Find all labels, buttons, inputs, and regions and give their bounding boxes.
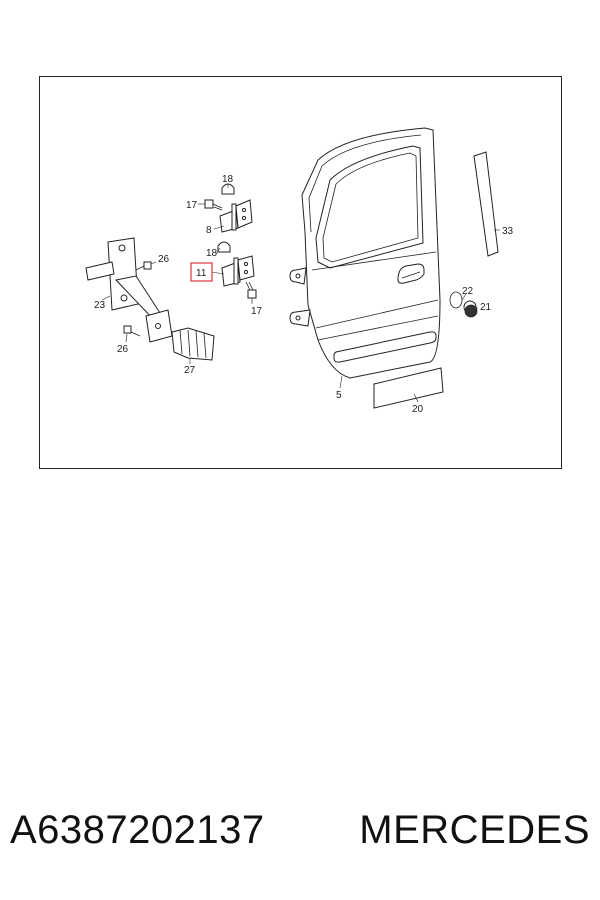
lower-hinge: [221, 255, 255, 287]
hinge-nut-upper: [221, 183, 235, 195]
caption-bar: A6387202137 MERCEDES: [10, 800, 590, 860]
highlight-box: [190, 262, 213, 282]
part-number: A6387202137: [10, 807, 265, 852]
callout-21: 21: [480, 302, 492, 313]
callout-5: 5: [336, 390, 342, 401]
callout-23: 23: [94, 300, 106, 311]
callout-8: 8: [206, 225, 212, 236]
rubber-boot: [171, 327, 215, 361]
leader-lines: [101, 184, 500, 403]
door-check-strap: [85, 237, 173, 343]
callout-22: 22: [462, 286, 474, 297]
brand-name: MERCEDES: [359, 807, 590, 852]
callout-18-upper: 18: [222, 174, 234, 185]
callout-17-lower: 17: [251, 306, 263, 317]
plug-grommet: [463, 300, 478, 318]
door-shell: [289, 127, 441, 379]
callout-26-upper: 26: [158, 254, 170, 265]
callout-18-lower: 18: [206, 248, 218, 259]
exploded-parts-diagram: 17 18 8 18 11 17 26 23 26 27 5 20 22 21 …: [39, 76, 562, 469]
weatherstrip: [473, 151, 499, 257]
check-screw-lower: [123, 325, 141, 337]
callout-27: 27: [184, 365, 196, 376]
callout-11: 11: [196, 268, 207, 279]
callout-17-upper: 17: [186, 200, 198, 211]
door-label-sheet: [373, 367, 444, 409]
callout-33: 33: [502, 226, 514, 237]
callout-26-lower: 26: [117, 344, 129, 355]
upper-hinge: [219, 199, 253, 233]
hinge-nut-lower: [217, 241, 231, 253]
check-screw-upper: [135, 261, 152, 271]
callout-20: 20: [412, 404, 424, 415]
